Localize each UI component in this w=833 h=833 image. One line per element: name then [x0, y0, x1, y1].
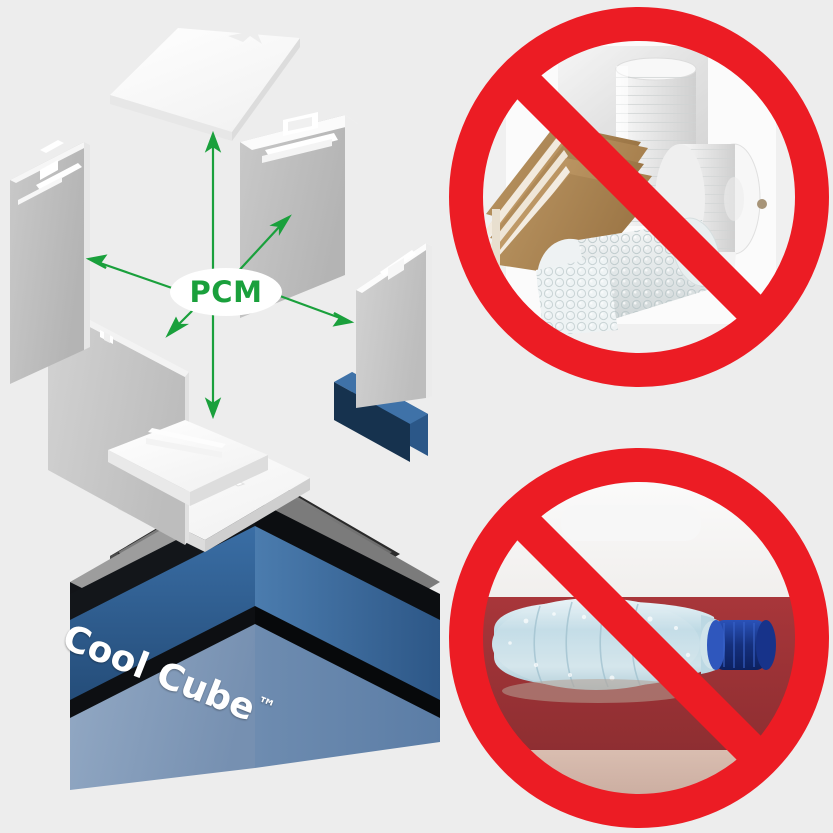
panel-back-face	[240, 115, 345, 318]
cool-cube-right-face	[255, 526, 440, 704]
pcm-arrow-right	[279, 294, 341, 320]
cool-cube-exploded-diagram: PCM Cool Cube™	[10, 28, 440, 790]
pcm-arrow-left	[99, 261, 173, 290]
prohibition-ring-packing	[449, 7, 829, 387]
panel-handle-slot	[148, 428, 226, 448]
panel-left-face	[10, 142, 84, 384]
panel-handle-slot	[36, 163, 82, 190]
panel-front-face	[48, 305, 185, 545]
panel-right	[356, 243, 432, 408]
cool-cube-base-right	[255, 624, 440, 768]
prohibition-no-packing-materials	[449, 7, 829, 387]
prohibition-no-ice-bottles	[449, 448, 829, 828]
prohibition-ring-ice	[449, 448, 829, 828]
panel-lid-insert	[108, 420, 268, 506]
panel-back	[240, 112, 358, 318]
bottle-cap	[707, 620, 776, 670]
panel-top	[110, 28, 300, 141]
cool-cube-base-left	[70, 624, 255, 790]
pcm-arrow-downleft	[177, 306, 197, 326]
panel-left	[10, 140, 90, 384]
panel-top-face	[110, 28, 300, 132]
